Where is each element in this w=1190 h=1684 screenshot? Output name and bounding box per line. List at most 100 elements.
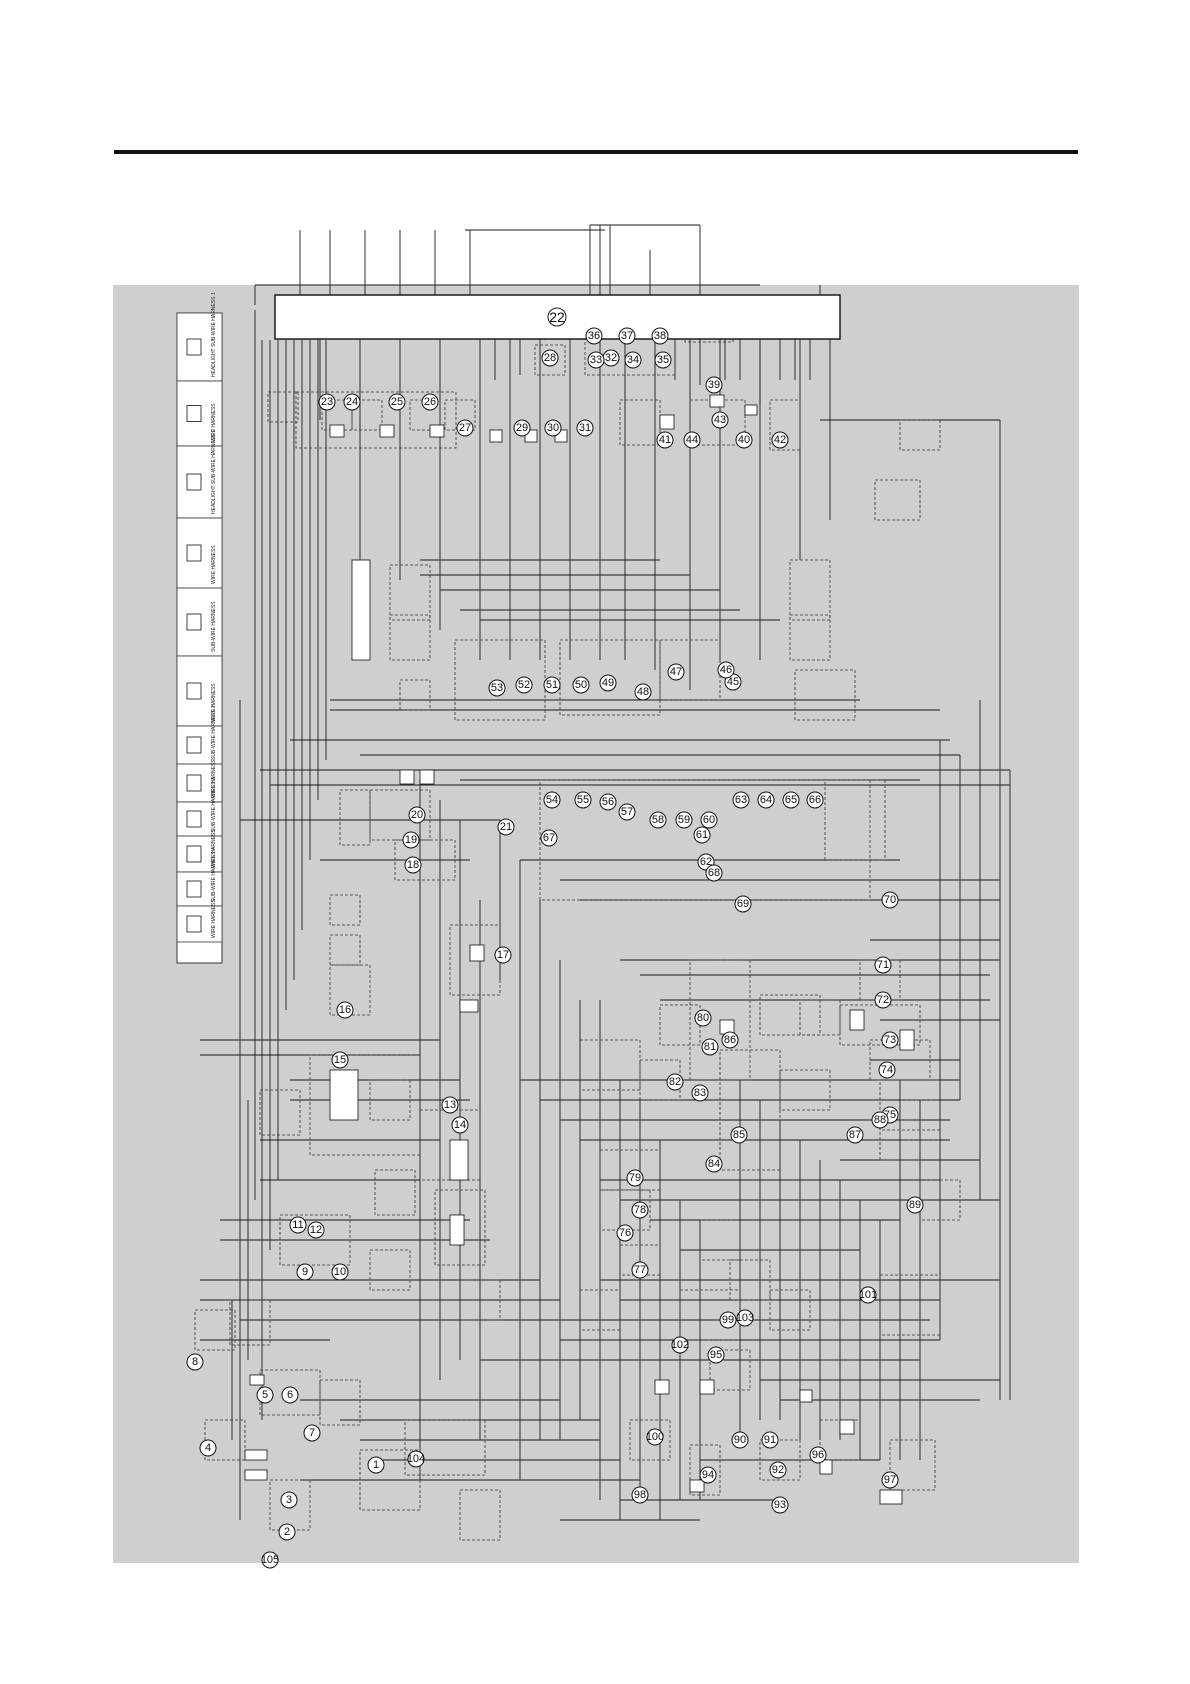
callout-69: 69 bbox=[734, 895, 752, 913]
callout-circle bbox=[782, 791, 800, 809]
component-frame bbox=[769, 1289, 811, 1331]
legend-entry: WIRE HARNESS bbox=[176, 759, 223, 803]
callout-circle bbox=[693, 826, 711, 844]
callout-49: 49 bbox=[599, 674, 617, 692]
callout-74: 74 bbox=[878, 1061, 896, 1079]
callout-number: 30 bbox=[547, 422, 559, 434]
callout-circle bbox=[441, 1096, 459, 1114]
callout-number: 105 bbox=[261, 1554, 279, 1566]
callout-circle bbox=[731, 1431, 749, 1449]
callout-circle bbox=[261, 1551, 279, 1569]
header-rule bbox=[114, 150, 1078, 154]
callout-number: 39 bbox=[708, 379, 720, 391]
callout-number: 102 bbox=[671, 1339, 689, 1351]
callout-circle bbox=[513, 419, 531, 437]
callout-43: 43 bbox=[711, 411, 729, 429]
callout-31: 31 bbox=[576, 419, 594, 437]
callout-66: 66 bbox=[806, 791, 824, 809]
callout-79: 79 bbox=[626, 1169, 644, 1187]
callout-circle bbox=[809, 1446, 827, 1464]
callout-circle bbox=[631, 1201, 649, 1219]
wire-layer bbox=[200, 224, 1011, 1521]
callout-number: 84 bbox=[708, 1158, 720, 1170]
callout-number: 20 bbox=[411, 809, 423, 821]
callout-number: 92 bbox=[772, 1464, 784, 1476]
callout-number: 8 bbox=[192, 1356, 198, 1368]
component-frame bbox=[794, 669, 856, 721]
callout-number: 28 bbox=[544, 352, 556, 364]
callout-number: 57 bbox=[621, 806, 633, 818]
callout-circle bbox=[711, 411, 729, 429]
callout-circle bbox=[671, 1336, 689, 1354]
callout-circle bbox=[735, 431, 753, 449]
callout-number: 58 bbox=[652, 814, 664, 826]
callout-32: 32 bbox=[602, 349, 620, 367]
callout-circle bbox=[878, 1061, 896, 1079]
legend-label: HEADLIGHT SUB-WIRE HARNESS 2 bbox=[211, 429, 217, 514]
connector-block-icon bbox=[244, 1469, 268, 1481]
component-frame bbox=[539, 779, 871, 901]
component-frame bbox=[629, 1419, 671, 1461]
callout-number: 51 bbox=[546, 679, 558, 691]
component-frame bbox=[874, 479, 921, 521]
callout-number: 11 bbox=[292, 1219, 303, 1231]
callout-number: 27 bbox=[459, 422, 471, 434]
callout-34: 34 bbox=[624, 351, 642, 369]
callout-67: 67 bbox=[540, 829, 558, 847]
callout-number: 62 bbox=[700, 856, 712, 868]
callout-number: 71 bbox=[877, 959, 889, 971]
callout-46: 46 bbox=[717, 661, 735, 679]
callout-circle bbox=[585, 327, 603, 345]
callout-95: 95 bbox=[707, 1346, 725, 1364]
callout-number: 73 bbox=[884, 1034, 896, 1046]
component-frame bbox=[699, 1219, 741, 1261]
component-frame bbox=[824, 779, 886, 861]
callout-number: 47 bbox=[670, 666, 682, 678]
callout-28: 28 bbox=[541, 349, 559, 367]
callout-8: 8 bbox=[186, 1353, 204, 1371]
legend-cell bbox=[176, 380, 223, 447]
callout-circle bbox=[717, 661, 735, 679]
callout-91: 91 bbox=[761, 1431, 779, 1449]
callout-number: 79 bbox=[629, 1172, 641, 1184]
callout-48: 48 bbox=[634, 683, 652, 701]
callout-circle bbox=[497, 818, 515, 836]
callout-circle bbox=[543, 791, 561, 809]
component-frame bbox=[295, 391, 457, 449]
callout-103: 103 bbox=[736, 1309, 754, 1327]
connector-block-icon bbox=[744, 404, 758, 416]
callout-58: 58 bbox=[649, 811, 667, 829]
callout-18: 18 bbox=[404, 856, 422, 874]
callout-number: 59 bbox=[678, 814, 690, 826]
callout-circle bbox=[540, 829, 558, 847]
callout-33: 33 bbox=[587, 351, 605, 369]
callout-number: 54 bbox=[546, 794, 558, 806]
callout-number: 25 bbox=[391, 396, 403, 408]
callout-number: 100 bbox=[646, 1431, 664, 1443]
callout-61: 61 bbox=[693, 826, 711, 844]
callout-circle bbox=[732, 791, 750, 809]
callout-90: 90 bbox=[731, 1431, 749, 1449]
component-frame bbox=[759, 994, 821, 1036]
callout-circle bbox=[407, 1450, 425, 1468]
callout-circle bbox=[634, 683, 652, 701]
callout-circle bbox=[705, 1155, 723, 1173]
callout-number: 97 bbox=[884, 1474, 896, 1486]
callout-2: 2 bbox=[278, 1523, 296, 1541]
legend-label: SUB-WIRE HARNESS 2 bbox=[211, 705, 217, 760]
callout-76: 76 bbox=[616, 1224, 634, 1242]
callout-number: 40 bbox=[738, 434, 750, 446]
callout-number: 77 bbox=[634, 1264, 646, 1276]
callout-35: 35 bbox=[654, 351, 672, 369]
callout-number: 82 bbox=[669, 1076, 681, 1088]
callout-circle bbox=[367, 1456, 385, 1474]
callout-number: 55 bbox=[577, 794, 589, 806]
callout-51: 51 bbox=[543, 676, 561, 694]
connector-block-icon bbox=[839, 1419, 855, 1435]
callout-number: 4 bbox=[205, 1442, 211, 1454]
callout-number: 63 bbox=[735, 794, 747, 806]
component-frame bbox=[404, 1419, 486, 1476]
callout-circle bbox=[626, 1169, 644, 1187]
callout-number: 12 bbox=[310, 1224, 322, 1236]
